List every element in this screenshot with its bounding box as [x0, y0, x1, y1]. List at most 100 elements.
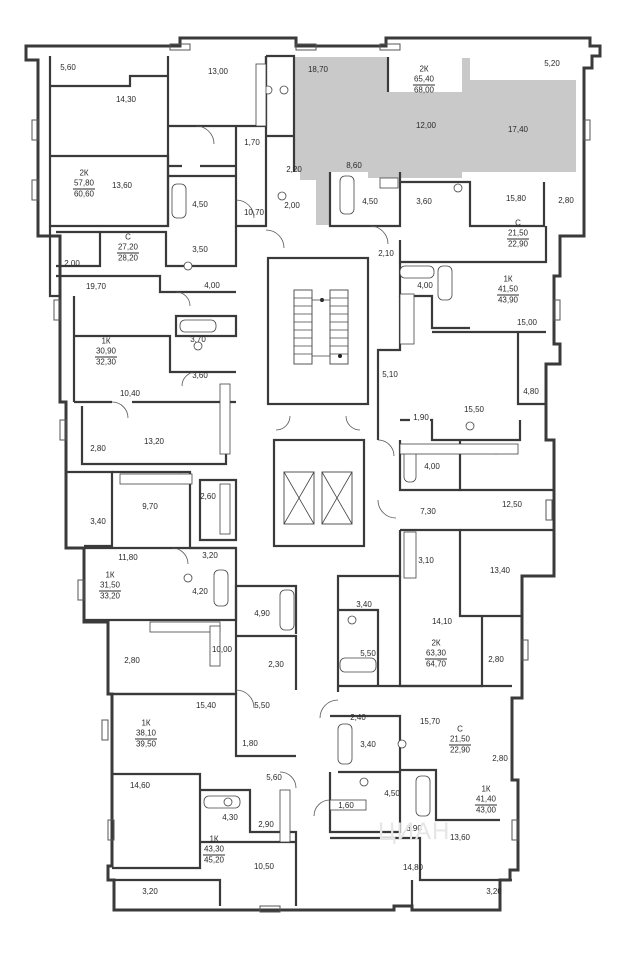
room-area: 3,60 [192, 371, 208, 380]
apartment-total-area: 43,90 [497, 295, 519, 305]
room-area: 18,70 [307, 65, 329, 74]
apartment-total-area: 39,50 [135, 739, 157, 749]
room-area: 3,40 [90, 517, 106, 526]
room-area: 12,00 [415, 121, 437, 130]
room-area: 3,60 [416, 197, 432, 206]
room-area: 1,80 [242, 739, 258, 748]
room-area: 15,80 [505, 194, 527, 203]
room-area: 3,50 [192, 245, 208, 254]
room-area: 13,60 [449, 833, 471, 842]
apartment-total-area: 22,90 [449, 745, 471, 755]
apartment-type: 2К [419, 64, 429, 74]
apartment-type: 1К [141, 718, 151, 728]
room-area: 3,20 [142, 887, 158, 896]
apartment-total-area: 28,20 [117, 253, 139, 263]
room-area: 4,30 [222, 813, 238, 822]
apartment-total-area: 45,20 [203, 855, 225, 865]
apartment-living-area: 27,20 [116, 242, 140, 254]
interior-walls-right [328, 57, 554, 906]
room-area: 13,20 [143, 437, 165, 446]
apartment-type: 1К [481, 784, 491, 794]
room-area: 14,80 [402, 863, 424, 872]
room-area: 2,80 [124, 656, 140, 665]
room-area: 2,10 [378, 249, 394, 258]
apartment-total-area: 64,70 [425, 659, 447, 669]
room-area: 5,50 [254, 701, 270, 710]
apartment-label[interactable]: С 21,50 22,90 [448, 725, 472, 756]
bathroom-fixtures [171, 85, 501, 817]
room-area: 2,60 [200, 492, 216, 501]
apartment-type: 2К [431, 638, 441, 648]
apartment-label[interactable]: 1К 30,90 32,30 [94, 336, 118, 368]
room-area: 4,00 [204, 281, 220, 290]
room-area: 3,40 [356, 600, 372, 609]
apartment-living-area: 57,80 [72, 178, 96, 190]
room-area: 4,00 [424, 462, 440, 471]
room-area: 13,60 [111, 181, 133, 190]
apartment-living-area: 65,40 [412, 74, 436, 86]
room-area: 2,20 [286, 165, 302, 174]
apartment-type: 1К [209, 834, 219, 844]
room-area: 15,40 [195, 701, 217, 710]
room-area: 15,70 [419, 717, 441, 726]
apartment-total-area: 22,90 [507, 239, 529, 249]
room-area: 2,00 [64, 259, 80, 268]
room-area: 8,60 [346, 161, 362, 170]
room-area: 10,50 [253, 862, 275, 871]
apartment-type: 1К [503, 274, 513, 284]
apartment-type: С [515, 218, 521, 228]
room-area: 2,80 [488, 655, 504, 664]
room-area: 2,90 [258, 820, 274, 829]
apartment-label[interactable]: С 21,50 22,90 [506, 218, 530, 250]
apartment-total-area: 32,30 [95, 357, 117, 367]
room-area: 14,10 [431, 617, 453, 626]
apartment-total-area: 33,20 [99, 591, 121, 601]
apartment-label[interactable]: 2К 57,80 60,60 [72, 169, 96, 200]
door-swings [111, 125, 397, 817]
apartment-living-area: 43,30 [202, 844, 226, 856]
room-area: 1,90 [413, 413, 429, 422]
apartment-label[interactable]: 2К 63,30 64,70 [424, 638, 448, 670]
apartment-living-area: 21,50 [448, 734, 472, 746]
apartment-label[interactable]: 1К 31,50 33,20 [98, 570, 122, 602]
apartment-living-area: 30,90 [94, 346, 118, 358]
room-area: 4,90 [254, 609, 270, 618]
room-area: 5,60 [266, 773, 282, 782]
room-area: 2,80 [558, 196, 574, 205]
room-area: 11,80 [118, 553, 138, 562]
apartment-label[interactable]: 1К 38,10 39,50 [134, 718, 158, 750]
apartment-total-area: 68,00 [413, 85, 435, 95]
room-area: 5,20 [544, 59, 560, 68]
apartment-living-area: 63,30 [424, 648, 448, 660]
apartment-label[interactable]: 2К 65,40 68,00 [412, 64, 436, 96]
apartment-label[interactable]: 1К 41,40 43,00 [474, 784, 498, 816]
room-area: 1,60 [338, 801, 354, 810]
apartment-living-area: 21,50 [506, 228, 530, 240]
room-area: 10,70 [243, 208, 265, 217]
room-area: 14,30 [115, 95, 137, 104]
room-area: 4,00 [417, 281, 433, 290]
room-area: 7,30 [420, 507, 436, 516]
room-area: 6,90 [406, 824, 422, 833]
room-area: 1,70 [244, 138, 260, 147]
apartment-label[interactable]: 1К 41,50 43,90 [496, 274, 520, 306]
apartment-living-area: 41,40 [474, 794, 498, 806]
room-area: 2,00 [284, 201, 300, 210]
apartment-type: 1К [105, 570, 115, 580]
room-area: 13,00 [207, 67, 229, 76]
room-area: 17,40 [507, 125, 529, 134]
room-area: 2,80 [90, 444, 106, 453]
room-area: 4,20 [192, 587, 208, 596]
apartment-type: 1К [101, 336, 111, 346]
room-area: 19,70 [85, 282, 107, 291]
apartment-living-area: 31,50 [98, 580, 122, 592]
apartment-label[interactable]: 1К 43,30 45,20 [202, 834, 226, 866]
watermark: ЦИАН [378, 818, 451, 845]
room-area: 13,40 [489, 566, 511, 575]
room-area: 12,50 [501, 500, 523, 509]
apartment-living-area: 38,10 [134, 728, 158, 740]
room-area: 2,80 [492, 754, 508, 763]
apartment-label[interactable]: С 27,20 28,20 [116, 233, 140, 264]
room-area: 3,10 [418, 556, 434, 565]
